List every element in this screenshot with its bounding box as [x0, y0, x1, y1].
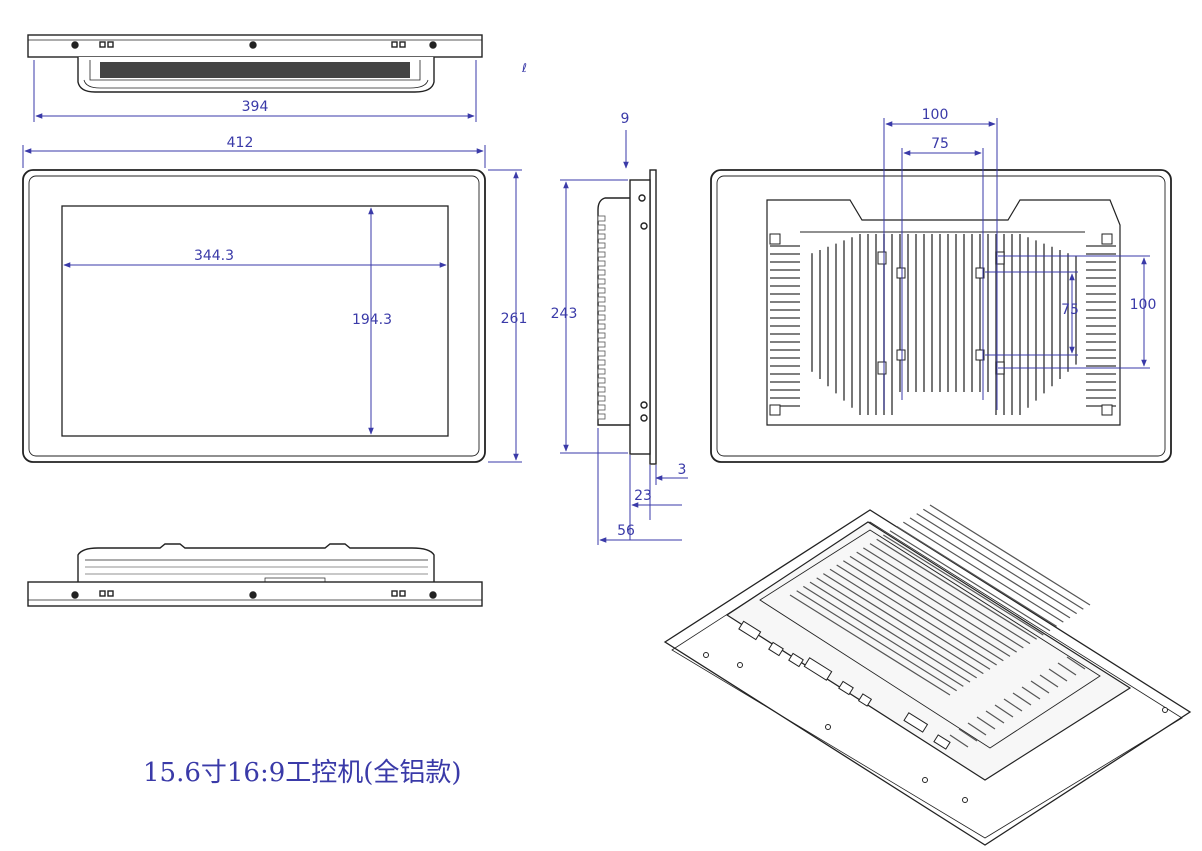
- isometric-fin: [923, 508, 1084, 610]
- isometric-view: [663, 509, 1192, 846]
- rear-left-fins: [770, 245, 800, 407]
- side-fin: [597, 305, 606, 312]
- isometric-fin-edge: [976, 716, 996, 730]
- dim-vesa-vertical: [985, 255, 1150, 369]
- dim-front-width: 412: [22, 135, 486, 168]
- isometric-fin: [883, 534, 1044, 636]
- isometric-fin: [796, 590, 957, 692]
- dim-screen-height: 194.3: [352, 207, 392, 435]
- dim-label-vesa-75-w: 75: [931, 136, 949, 152]
- side-fin: [597, 377, 606, 384]
- side-view: [597, 169, 657, 465]
- isometric-fin-edge: [1048, 668, 1068, 682]
- dim-label-vesa-100-h: 100: [1130, 297, 1157, 313]
- dim-label-3: 3: [678, 462, 687, 478]
- isometric-fin-edge: [1021, 686, 1041, 700]
- isometric-fin-edge: [1003, 698, 1023, 712]
- dim-label-412: 412: [227, 135, 254, 151]
- isometric-fin: [803, 585, 964, 687]
- isometric-fin-edge: [949, 734, 969, 748]
- isometric-fin: [916, 513, 1077, 615]
- dim-label-vesa-100-w: 100: [922, 107, 949, 123]
- isometric-fin: [849, 555, 1011, 657]
- dim-label-23: 23: [634, 488, 652, 504]
- isometric-fin-edge: [1057, 662, 1077, 676]
- isometric-fin: [829, 568, 991, 670]
- isometric-fin-edge: [985, 710, 1005, 724]
- isometric-fin: [903, 521, 1064, 623]
- isometric-fin-edge: [967, 722, 987, 736]
- dim-label-243: 243: [551, 306, 578, 322]
- side-fin: [597, 242, 606, 249]
- side-fin: [597, 233, 606, 240]
- side-fin: [597, 395, 606, 402]
- side-fin: [597, 269, 606, 276]
- side-fin: [597, 260, 606, 267]
- side-fin: [597, 386, 606, 393]
- dim-screen-width: 344.3: [63, 248, 447, 268]
- dim-side-height: 243: [551, 179, 628, 454]
- side-fin: [597, 323, 606, 330]
- side-fin: [597, 359, 606, 366]
- side-fin: [597, 278, 606, 285]
- stray-mark: ℓ: [521, 61, 527, 75]
- isometric-fin: [856, 551, 1017, 653]
- isometric-fin-edge: [1066, 656, 1086, 670]
- dim-label-344-3: 344.3: [194, 248, 234, 264]
- isometric-fin: [823, 573, 984, 675]
- side-fin: [597, 332, 606, 339]
- dim-label-9: 9: [621, 111, 630, 127]
- isometric-fin-edge: [958, 728, 978, 742]
- drawing-caption: 15.6寸16:9工控机(全铝款): [143, 758, 462, 788]
- isometric-ports: [703, 620, 1168, 803]
- side-fin: [597, 368, 606, 375]
- isometric-fin: [816, 577, 977, 679]
- side-fin: [597, 224, 606, 231]
- isometric-fin: [809, 581, 971, 683]
- dim-vesa-horizontal: [883, 118, 998, 410]
- side-fin: [597, 314, 606, 321]
- dim-front-height: 261: [488, 169, 528, 463]
- dim-label-vesa-75-h: 75: [1061, 302, 1079, 318]
- rear-view: [710, 169, 1172, 463]
- isometric-fin: [789, 594, 951, 696]
- dim-side-top: 9: [621, 111, 630, 169]
- dim-label-261: 261: [501, 311, 528, 327]
- isometric-fin-edge: [994, 704, 1014, 718]
- rear-right-fins: [1086, 245, 1116, 407]
- isometric-fin: [929, 504, 1091, 606]
- isometric-fin-edge: [1039, 674, 1059, 688]
- dim-side-depths: [597, 428, 688, 545]
- isometric-fin: [836, 564, 997, 666]
- isometric-fin: [863, 547, 1024, 649]
- isometric-fin-edge: [1012, 692, 1032, 706]
- side-fin: [597, 404, 606, 411]
- dim-label-394: 394: [242, 99, 269, 115]
- isometric-fin-edge: [1030, 680, 1050, 694]
- isometric-fins: [789, 504, 1091, 748]
- side-fin: [597, 296, 606, 303]
- isometric-fin: [843, 560, 1004, 662]
- bottom-view: [27, 543, 483, 607]
- side-fin: [597, 251, 606, 258]
- side-fin: [597, 215, 606, 222]
- side-view-fins: [597, 215, 606, 420]
- side-fin: [597, 287, 606, 294]
- isometric-fin: [909, 517, 1071, 619]
- isometric-fin: [876, 538, 1037, 640]
- isometric-fin: [896, 525, 1057, 627]
- dim-top-width: 394: [33, 60, 477, 122]
- side-fin: [597, 350, 606, 357]
- isometric-fin: [869, 543, 1031, 645]
- top-view: [27, 34, 483, 93]
- dim-label-56: 56: [617, 523, 635, 539]
- dim-label-194-3: 194.3: [352, 312, 392, 328]
- isometric-fin: [889, 530, 1051, 632]
- front-view: [22, 169, 486, 463]
- side-fin: [597, 413, 606, 420]
- side-fin: [597, 341, 606, 348]
